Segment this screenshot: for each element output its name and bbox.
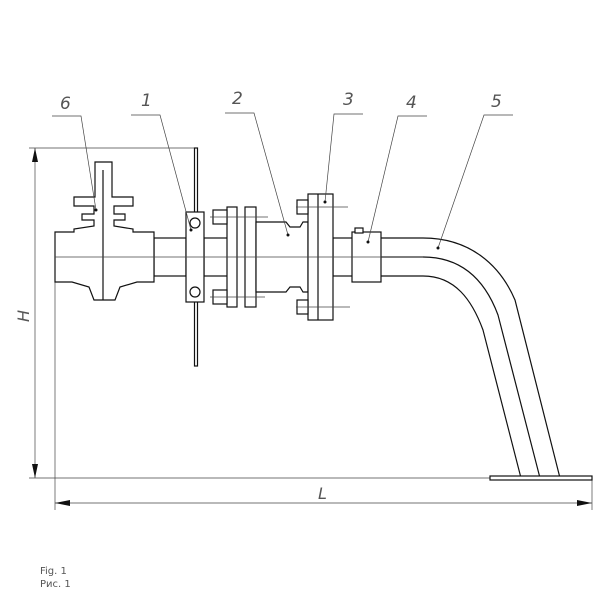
callout-3: 3 bbox=[323, 90, 363, 204]
callout-label: 4 bbox=[406, 93, 417, 113]
callout-6: 6 bbox=[52, 94, 98, 212]
caption-en: Fig. 1 bbox=[40, 566, 67, 577]
length-label: L bbox=[318, 484, 327, 503]
callout-label: 5 bbox=[491, 92, 502, 112]
bent-pipe bbox=[381, 237, 593, 481]
coupling bbox=[351, 227, 382, 283]
caption-ru: Рис. 1 bbox=[40, 579, 71, 590]
height-label: H bbox=[14, 310, 33, 322]
callout-label: 6 bbox=[60, 94, 71, 114]
callout-label: 1 bbox=[141, 91, 152, 111]
callout-1: 1 bbox=[131, 91, 193, 232]
callout-label: 3 bbox=[343, 90, 354, 110]
callout-4: 4 bbox=[366, 93, 427, 244]
figure-caption: Fig. 1 Рис. 1 bbox=[40, 565, 71, 591]
callout-label: 2 bbox=[232, 89, 243, 109]
callout-5: 5 bbox=[436, 92, 513, 250]
callout-2: 2 bbox=[225, 89, 290, 237]
length-dimension: L bbox=[55, 480, 593, 510]
gate-valve bbox=[54, 161, 155, 301]
height-dimension: H bbox=[14, 147, 196, 478]
